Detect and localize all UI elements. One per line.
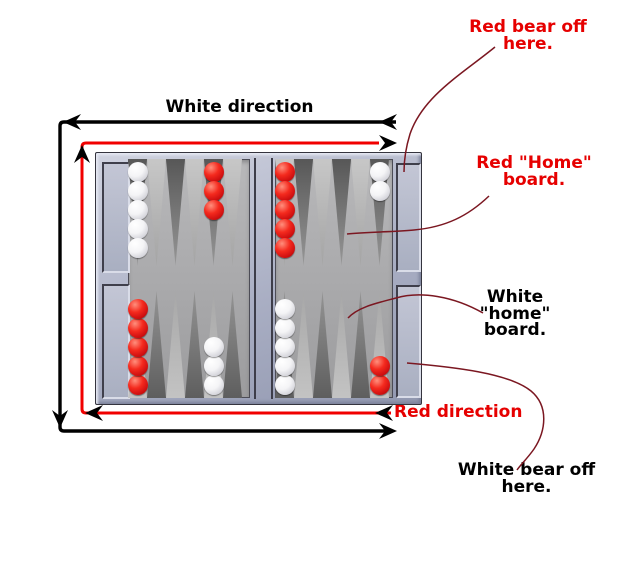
red-checker[interactable] <box>127 318 148 338</box>
point-triangle-light <box>223 159 242 266</box>
white-checker[interactable] <box>274 337 295 357</box>
quadrant-top-left <box>127 159 250 278</box>
point-triangle-light <box>332 291 351 398</box>
arrowhead-left-icon <box>85 405 103 421</box>
point-triangle-dark <box>223 291 242 398</box>
red-checker[interactable] <box>203 162 224 182</box>
point-triangle-dark <box>294 159 313 266</box>
red-direction-label: Red direction <box>394 402 523 422</box>
white-checker[interactable] <box>369 162 390 182</box>
white-checker[interactable] <box>274 356 295 376</box>
quadrant-bottom-left <box>127 279 250 398</box>
point-triangle-light <box>313 159 332 266</box>
quadrant-bottom-right <box>274 279 393 398</box>
point-triangle-light <box>294 291 313 398</box>
red-checker[interactable] <box>127 299 148 319</box>
red-home-board-annotation: Red "Home" board. <box>464 155 604 188</box>
arrowhead-left-icon <box>63 114 81 130</box>
right-tray-bottom-compartment <box>396 285 421 398</box>
red-checker[interactable] <box>274 181 295 201</box>
white-checker[interactable] <box>203 337 224 357</box>
white-checker[interactable] <box>127 181 148 201</box>
point-triangle-light <box>185 159 204 266</box>
annotation-line: here. <box>501 476 552 497</box>
red-checker[interactable] <box>203 200 224 220</box>
annotation-line: "home" <box>479 303 551 324</box>
annotation-line: here. <box>502 33 553 54</box>
white-checker[interactable] <box>127 162 148 182</box>
point-triangle-dark <box>313 291 332 398</box>
annotation-line: board. <box>483 320 547 340</box>
red-checker[interactable] <box>369 375 390 395</box>
right-tray-top-compartment <box>396 163 421 272</box>
bar-divider-line <box>271 158 273 399</box>
white-checker[interactable] <box>127 238 148 258</box>
red-checker[interactable] <box>127 375 148 395</box>
annotation-line: White <box>486 287 544 307</box>
point-triangle-light <box>147 159 166 266</box>
white-checker[interactable] <box>203 375 224 395</box>
red-bear-off-annotation: Red bear off here. <box>458 19 598 52</box>
point-triangle-light <box>166 291 185 398</box>
arrowhead-left-icon <box>379 114 397 130</box>
annotation-line: Red "Home" <box>476 153 592 173</box>
left-tray-top-compartment <box>102 162 130 273</box>
point-triangle-light <box>351 159 370 266</box>
white-checker[interactable] <box>203 356 224 376</box>
point-triangle-dark <box>166 159 185 266</box>
bar-divider-line <box>254 158 256 399</box>
annotation-line: Red bear off <box>469 17 587 37</box>
white-checker[interactable] <box>274 375 295 395</box>
white-checker[interactable] <box>369 181 390 201</box>
arrowhead-up-icon <box>74 145 90 163</box>
arrowhead-left-icon <box>375 405 393 421</box>
red-checker[interactable] <box>274 238 295 258</box>
left-tray-bottom-compartment <box>102 284 130 399</box>
red-checker[interactable] <box>274 200 295 220</box>
point-triangle-dark <box>332 159 351 266</box>
red-checker[interactable] <box>203 181 224 201</box>
white-checker[interactable] <box>274 299 295 319</box>
red-checker[interactable] <box>127 337 148 357</box>
annotation-line: board. <box>502 169 566 190</box>
white-direction-label: White direction <box>165 97 314 117</box>
white-bear-off-annotation: White bear off here. <box>444 462 609 495</box>
white-checker[interactable] <box>127 219 148 239</box>
white-checker[interactable] <box>127 200 148 220</box>
point-triangle-dark <box>185 291 204 398</box>
backgammon-board <box>95 152 422 405</box>
point-triangle-dark <box>351 291 370 398</box>
arrowhead-right-icon <box>379 423 397 439</box>
arrowhead-down-icon <box>52 410 68 428</box>
quadrant-top-right <box>274 159 393 278</box>
red-checker[interactable] <box>369 356 390 376</box>
white-home-board-annotation: White "home" board. <box>452 289 578 339</box>
point-triangle-dark <box>147 291 166 398</box>
arrowhead-right-icon <box>379 135 397 151</box>
white-checker[interactable] <box>274 318 295 338</box>
red-checker[interactable] <box>127 356 148 376</box>
red-checker[interactable] <box>274 162 295 182</box>
red-checker[interactable] <box>274 219 295 239</box>
